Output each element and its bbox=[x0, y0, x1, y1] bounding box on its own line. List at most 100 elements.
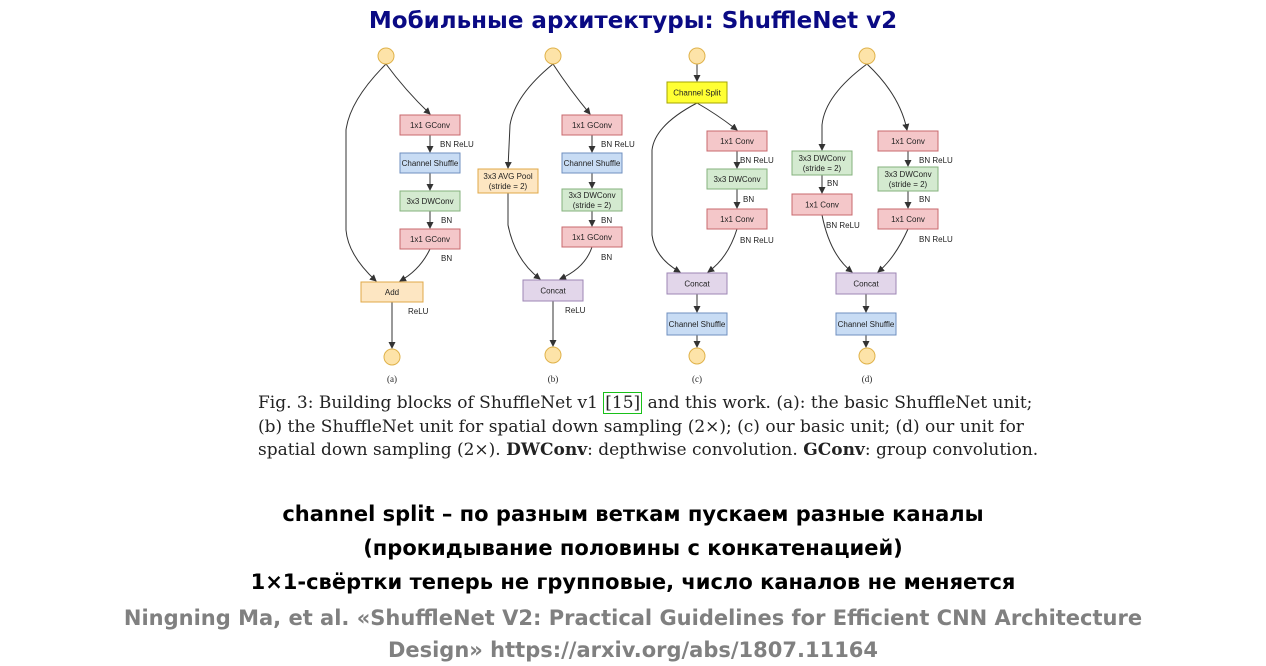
edge-arrow bbox=[504, 63, 554, 169]
box-conv-p3-4: 1x1 Conv bbox=[877, 208, 939, 230]
annotation-label: BN ReLU bbox=[601, 140, 635, 149]
box-conv-p3-2: 1x1 Conv bbox=[877, 130, 939, 152]
edge-arrow bbox=[818, 63, 868, 151]
box-text: 3x3 AVG Pool bbox=[483, 172, 532, 181]
input-node bbox=[544, 47, 562, 65]
caption-term-gconv: GConv bbox=[803, 440, 865, 460]
edge-arrow bbox=[399, 248, 431, 282]
annotation-label: BN bbox=[743, 195, 754, 204]
annotation-label: BN ReLU bbox=[826, 221, 860, 230]
box-text: 1x1 Conv bbox=[720, 215, 754, 224]
box-concat-p3-5: Concat bbox=[835, 272, 897, 295]
panel-label: (c) bbox=[692, 374, 702, 384]
box-text: 3x3 DWConv bbox=[798, 154, 845, 163]
box-text: Channel Shuffle bbox=[669, 320, 726, 329]
box-text: 1x1 GConv bbox=[572, 233, 612, 242]
edge-arrow bbox=[821, 214, 853, 273]
output-node bbox=[688, 347, 706, 365]
box-text: (stride = 2) bbox=[889, 180, 928, 189]
box-text: 1x1 GConv bbox=[410, 121, 450, 130]
caption-term-dwconv: DWConv bbox=[506, 440, 588, 460]
box-conv-p1-3: 1x1 GConv bbox=[561, 226, 623, 248]
edge-arrow bbox=[385, 63, 431, 115]
box-split-p2-0: Channel Split bbox=[666, 81, 728, 104]
box-text: Concat bbox=[540, 287, 566, 296]
bullet-1x1-conv: 1×1-свёртки теперь не групповые, число к… bbox=[250, 570, 1016, 594]
box-text: 3x3 DWConv bbox=[713, 175, 760, 184]
edge-arrow bbox=[345, 63, 387, 282]
input-node bbox=[377, 47, 395, 65]
edge-arrow bbox=[552, 63, 591, 115]
citation-line1: Ningning Ma, et al. «ShuffleNet V2: Prac… bbox=[123, 606, 1143, 630]
box-dwconv-p1-2: 3x3 DWConv(stride = 2) bbox=[561, 188, 623, 212]
edge-arrow bbox=[651, 102, 698, 273]
box-conv-p0-3: 1x1 GConv bbox=[399, 228, 461, 250]
annotation-label: BN ReLU bbox=[740, 236, 774, 245]
annotation-label: BN ReLU bbox=[919, 156, 953, 165]
box-text: 1x1 Conv bbox=[805, 201, 839, 210]
input-node bbox=[858, 47, 876, 65]
box-dwconv-p2-2: 3x3 DWConv bbox=[706, 168, 768, 190]
box-conv-p3-1: 1x1 Conv bbox=[791, 193, 853, 216]
box-text: Channel Shuffle bbox=[564, 159, 621, 168]
annotation-label: BN ReLU bbox=[440, 140, 474, 149]
box-text: Channel Split bbox=[673, 89, 721, 98]
annotation-label: BN bbox=[441, 216, 452, 225]
box-shuffle-p2-5: Channel Shuffle bbox=[666, 312, 728, 336]
box-add-p1-4: 3x3 AVG Pool(stride = 2) bbox=[477, 168, 539, 194]
caption-def-dwconv: : depthwise convolution. bbox=[587, 440, 804, 460]
caption-part1: and this work. (a): the basic ShuffleNet… bbox=[258, 393, 1033, 460]
box-text: Add bbox=[385, 288, 399, 297]
box-text: 1x1 Conv bbox=[720, 137, 754, 146]
box-text: (stride = 2) bbox=[803, 164, 842, 173]
input-node bbox=[688, 47, 706, 65]
box-shuffle-p1-1: Channel Shuffle bbox=[561, 152, 623, 174]
box-text: 1x1 GConv bbox=[572, 121, 612, 130]
edge-arrow bbox=[559, 246, 593, 280]
caption-prefix: Fig. 3: Building blocks of ShuffleNet v1 bbox=[258, 393, 604, 413]
box-conv-p1-0: 1x1 GConv bbox=[561, 114, 623, 136]
annotation-label: BN ReLU bbox=[919, 235, 953, 244]
output-node bbox=[383, 348, 401, 366]
box-text: 3x3 DWConv bbox=[884, 170, 931, 179]
box-conv-p2-3: 1x1 Conv bbox=[706, 208, 768, 230]
annotation-label: BN bbox=[827, 179, 838, 188]
annotation-label: BN bbox=[601, 216, 612, 225]
edge-arrow bbox=[707, 228, 738, 273]
box-conv-p0-0: 1x1 GConv bbox=[399, 114, 461, 136]
annotation-label: ReLU bbox=[408, 307, 429, 316]
figure-caption: Fig. 3: Building blocks of ShuffleNet v1… bbox=[258, 392, 1058, 463]
box-text: Channel Shuffle bbox=[402, 159, 459, 168]
box-text: (stride = 2) bbox=[489, 182, 528, 191]
box-concat-p2-4: Concat bbox=[666, 272, 728, 295]
output-node bbox=[544, 346, 562, 364]
annotation-label: BN bbox=[441, 254, 452, 263]
box-dwconv-p3-3: 3x3 DWConv(stride = 2) bbox=[877, 166, 939, 192]
box-text: (stride = 2) bbox=[573, 201, 612, 210]
box-concat-p1-5: Concat bbox=[522, 279, 584, 302]
edge-arrow bbox=[877, 228, 909, 273]
box-text: Concat bbox=[684, 280, 710, 289]
box-text: 3x3 DWConv bbox=[568, 191, 615, 200]
panel-label: (d) bbox=[862, 374, 873, 384]
annotation-label: BN bbox=[919, 195, 930, 204]
caption-def-gconv: : group convolution. bbox=[864, 440, 1039, 460]
reference-link[interactable]: [15] bbox=[603, 392, 643, 414]
bullet-channel-split: channel split – по разным веткам пускаем… bbox=[282, 502, 984, 526]
box-text: 1x1 GConv bbox=[410, 235, 450, 244]
annotation-label: ReLU bbox=[565, 306, 586, 315]
box-text: 3x3 DWConv bbox=[406, 197, 453, 206]
box-shuffle-p0-1: Channel Shuffle bbox=[399, 152, 461, 174]
edge-arrow bbox=[507, 193, 541, 280]
citation-line2: Design» https://arxiv.org/abs/1807.11164 bbox=[387, 638, 879, 662]
box-dwconv-p0-2: 3x3 DWConv bbox=[399, 190, 461, 212]
box-text: Channel Shuffle bbox=[838, 320, 895, 329]
panel-label: (a) bbox=[387, 374, 397, 384]
box-text: Concat bbox=[853, 280, 879, 289]
annotation-label: BN ReLU bbox=[740, 156, 774, 165]
edge-arrow bbox=[866, 63, 910, 131]
box-text: 1x1 Conv bbox=[891, 215, 925, 224]
box-dwconv-p3-0: 3x3 DWConv(stride = 2) bbox=[791, 150, 853, 176]
box-shuffle-p3-6: Channel Shuffle bbox=[835, 312, 897, 336]
